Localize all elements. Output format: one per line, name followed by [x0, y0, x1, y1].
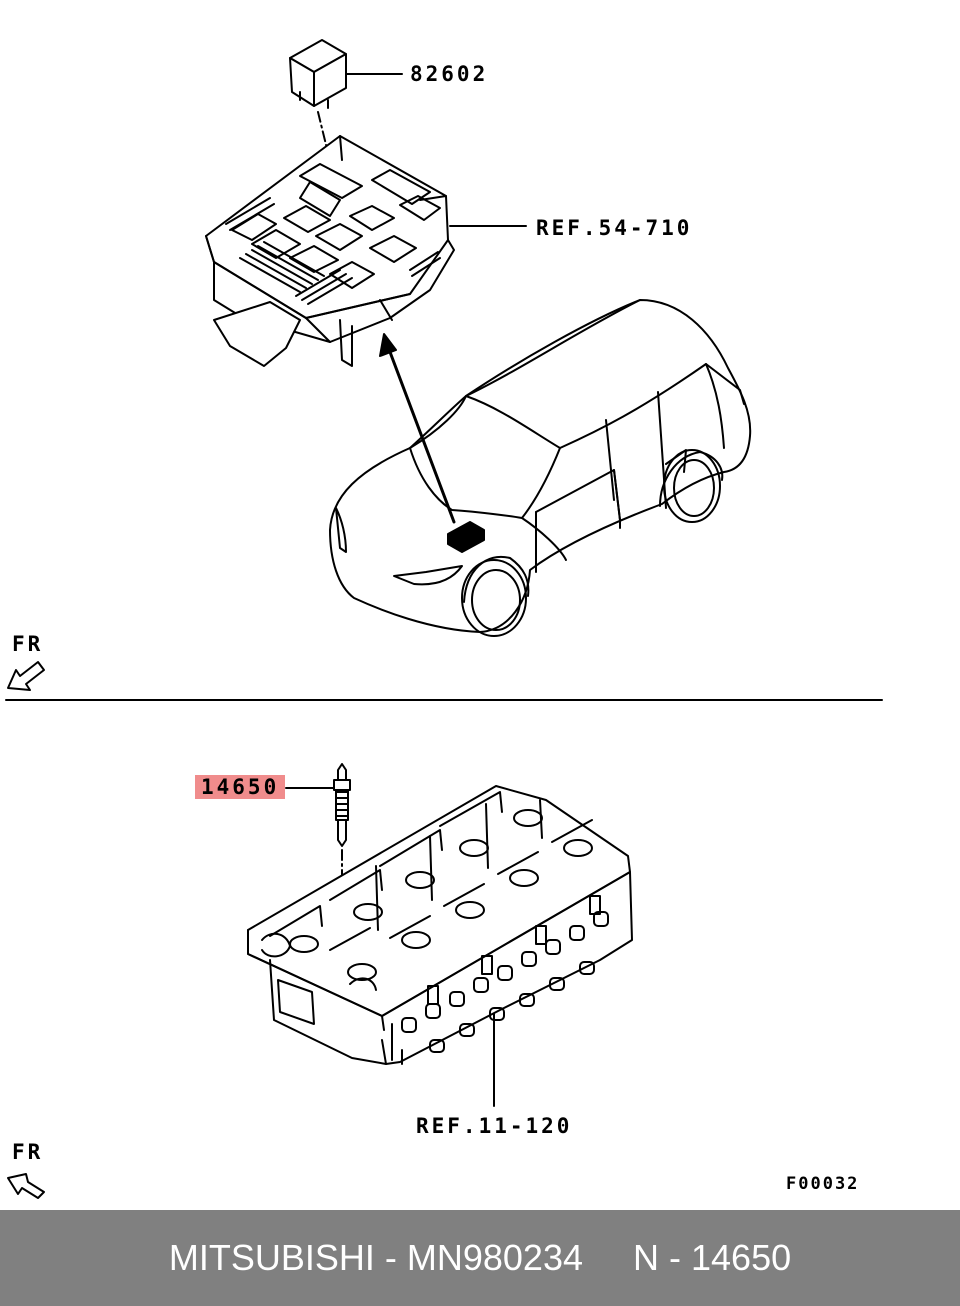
- cylinder-head-icon: [247, 785, 633, 1065]
- parts-diagram: [5, 39, 883, 1199]
- fr-label-bottom: FR: [12, 1140, 44, 1164]
- cylinder-head-ref-label[interactable]: REF.11-120: [416, 1114, 573, 1138]
- car-icon: [329, 299, 752, 637]
- fuse-box-ref-label[interactable]: REF.54-710: [536, 216, 693, 240]
- relay-part-label[interactable]: 82602: [410, 62, 489, 86]
- front-arrow-icon-top: [7, 661, 45, 691]
- footer-part-info: MITSUBISHI - MN980234 N - 14650: [168, 1237, 792, 1278]
- figure-code: F00032: [786, 1174, 860, 1194]
- fuse-box-icon: [205, 135, 455, 367]
- location-arrow: [379, 333, 456, 524]
- glow-plug-icon: [333, 763, 351, 847]
- fr-label-top: FR: [12, 632, 44, 656]
- relay-icon: [289, 39, 347, 109]
- front-arrow-icon-bottom: [7, 1173, 45, 1199]
- glow-plug-part-label[interactable]: 14650: [195, 775, 286, 799]
- footer-bar: MITSUBISHI - MN980234 N - 14650: [0, 1210, 960, 1306]
